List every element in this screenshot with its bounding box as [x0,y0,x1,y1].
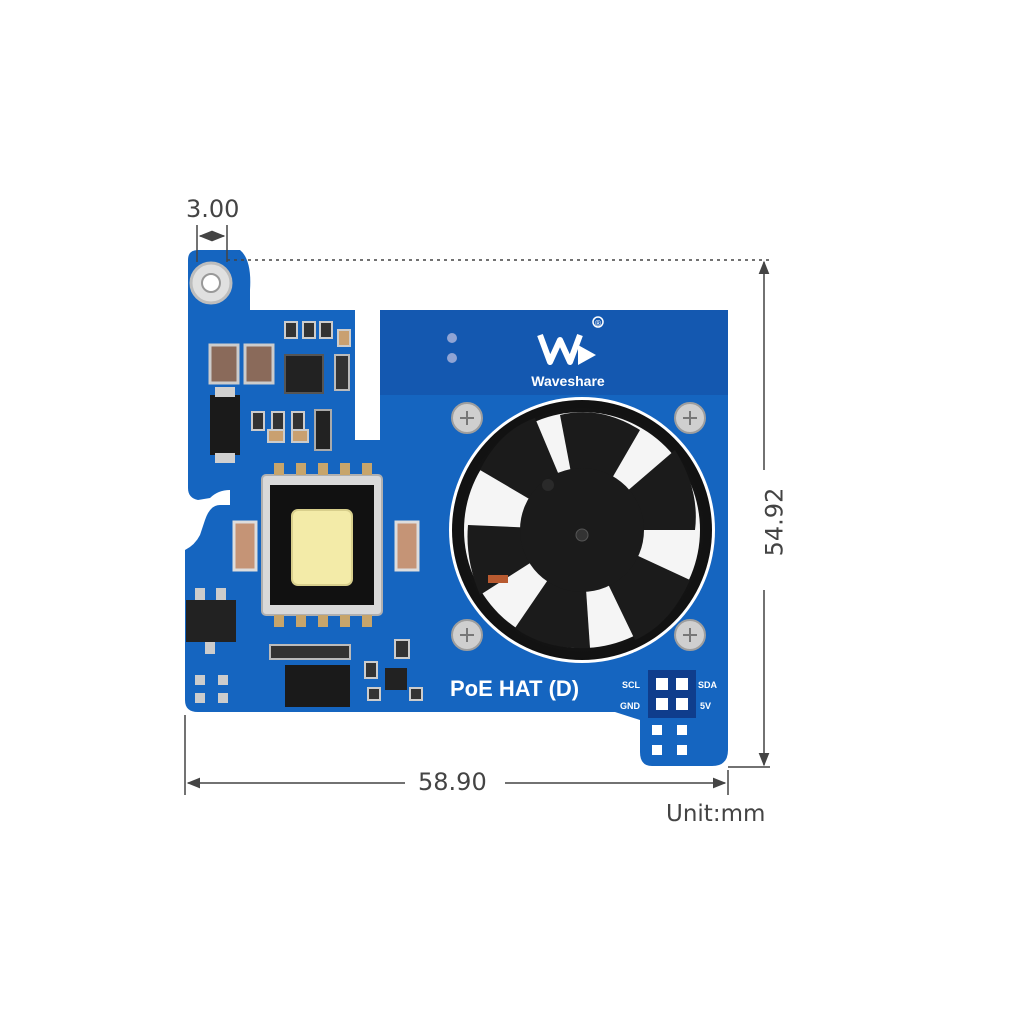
mounting-hole [201,273,221,293]
capacitor-left [232,520,258,572]
left-components [208,321,351,463]
pin-label-5v: 5V [700,701,711,711]
transformer [261,463,383,627]
pin-label-gnd: GND [620,701,641,711]
screws [451,402,706,651]
waveshare-logo [537,316,604,365]
pin-header [648,670,696,755]
via [447,353,457,363]
dimension-hole-offset: 3.00 [186,195,240,223]
dimension-lines [184,225,770,795]
cooling-fan [449,397,715,663]
dimension-height: 54.92 [760,487,789,557]
board-name: PoE HAT (D) [450,676,579,701]
brand-name: Waveshare [531,373,605,389]
capacitor-right [394,520,420,572]
dimension-width: 58.90 [418,768,487,796]
pin-label-sda: SDA [698,680,718,690]
bottom-left-components [186,588,423,707]
via [447,333,457,343]
brand-mark: ® [594,319,602,328]
unit-label: Unit:mm [666,801,766,827]
pin-label-scl: SCL [622,680,641,690]
